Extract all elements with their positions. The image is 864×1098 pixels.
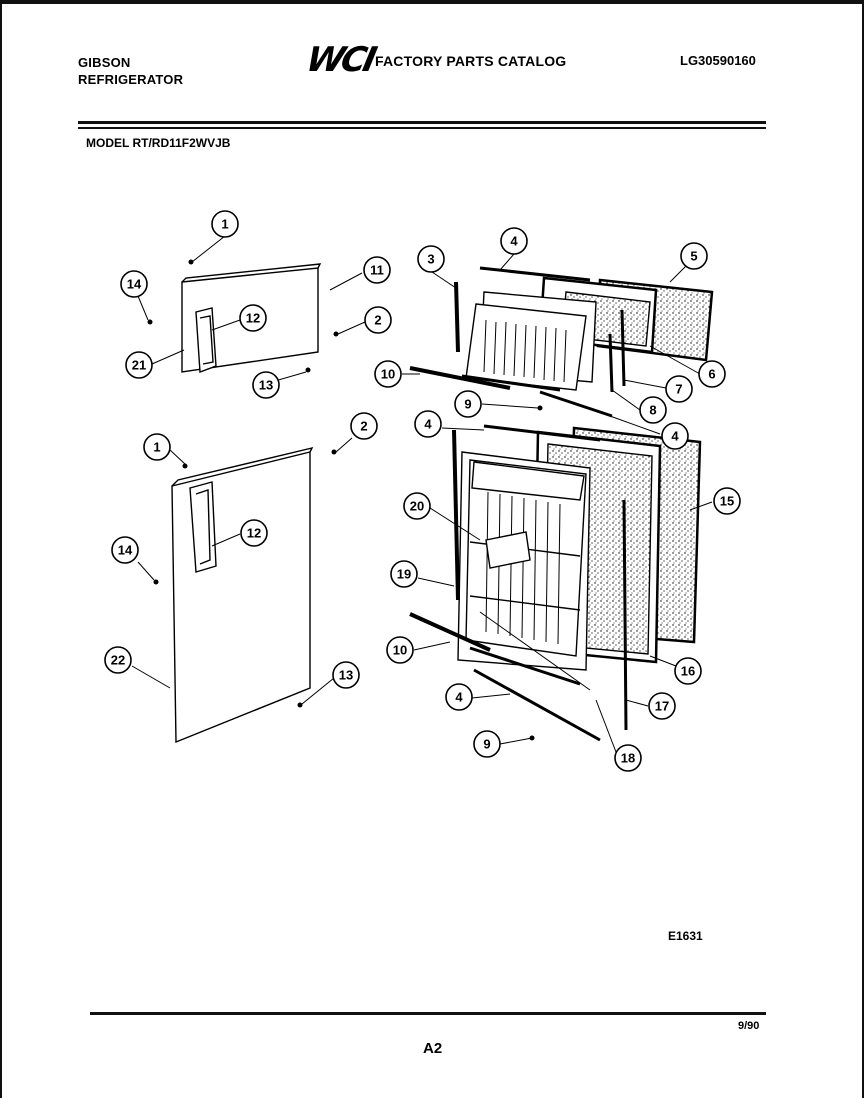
callout-2: 2	[364, 306, 392, 334]
svg-text:16: 16	[681, 664, 695, 679]
callout-22: 22	[104, 646, 132, 674]
callout-8: 8	[639, 396, 667, 424]
svg-text:6: 6	[708, 367, 715, 382]
footer-rule	[90, 1012, 766, 1015]
svg-text:8: 8	[649, 403, 656, 418]
svg-text:9: 9	[464, 397, 471, 412]
header-rule-top	[78, 121, 766, 124]
callout-12: 12	[239, 304, 267, 332]
svg-text:19: 19	[397, 567, 411, 582]
callout-10: 10	[386, 636, 414, 664]
svg-text:2: 2	[374, 313, 381, 328]
callout-16: 16	[674, 657, 702, 685]
callout-7: 7	[665, 375, 693, 403]
callout-19: 19	[390, 560, 418, 588]
callout-4: 4	[445, 683, 473, 711]
callout-6: 6	[698, 360, 726, 388]
svg-text:17: 17	[655, 699, 669, 714]
callout-14: 14	[111, 536, 139, 564]
header-rule-bottom	[78, 127, 766, 129]
callout-15: 15	[713, 487, 741, 515]
svg-text:2: 2	[360, 419, 367, 434]
callout-14: 14	[120, 270, 148, 298]
svg-text:9: 9	[483, 737, 490, 752]
callout-20: 20	[403, 492, 431, 520]
svg-text:4: 4	[671, 429, 679, 444]
svg-text:12: 12	[246, 311, 260, 326]
model-label: MODEL RT/RD11F2WVJB	[86, 136, 231, 150]
svg-text:22: 22	[111, 653, 125, 668]
svg-text:1: 1	[153, 440, 160, 455]
fresh-food-liner-assembly	[409, 424, 702, 742]
callout-2: 2	[350, 412, 378, 440]
callout-10: 10	[374, 360, 402, 388]
callout-1: 1	[143, 433, 171, 461]
svg-text:4: 4	[510, 234, 518, 249]
svg-text:10: 10	[393, 643, 407, 658]
svg-text:15: 15	[720, 494, 734, 509]
callout-1: 1	[211, 210, 239, 238]
footer-date: 9/90	[738, 1020, 760, 1032]
callout-13: 13	[332, 661, 360, 689]
svg-text:11: 11	[370, 263, 384, 278]
svg-text:18: 18	[621, 751, 635, 766]
svg-text:21: 21	[132, 358, 146, 373]
brand-line-2: REFRIGERATOR	[78, 72, 184, 87]
callout-4: 4	[661, 422, 689, 450]
screws	[147, 259, 543, 741]
svg-text:20: 20	[410, 499, 424, 514]
svg-text:10: 10	[381, 367, 395, 382]
callout-21: 21	[125, 351, 153, 379]
svg-text:12: 12	[247, 526, 261, 541]
callout-4: 4	[500, 227, 528, 255]
svg-text:1: 1	[221, 217, 228, 232]
svg-text:3: 3	[427, 252, 434, 267]
callout-9: 9	[473, 730, 501, 758]
callout-18: 18	[614, 744, 642, 772]
callout-3: 3	[417, 245, 445, 273]
svg-text:4: 4	[424, 417, 432, 432]
callout-17: 17	[648, 692, 676, 720]
svg-text:7: 7	[675, 382, 682, 397]
catalog-code: LG30590160	[680, 53, 756, 68]
brand-line-1: GIBSON	[78, 55, 131, 70]
fresh-food-door	[171, 446, 314, 744]
freezer-liner-assembly	[409, 266, 714, 418]
brand-block: GIBSON REFRIGERATOR	[78, 54, 183, 88]
svg-text:4: 4	[455, 690, 463, 705]
callout-12: 12	[240, 519, 268, 547]
callout-5: 5	[680, 242, 708, 270]
svg-text:13: 13	[339, 668, 353, 683]
svg-text:14: 14	[118, 543, 133, 558]
figure-code: E1631	[668, 929, 703, 943]
leader-lines	[131, 235, 713, 753]
callout-9: 9	[454, 390, 482, 418]
catalog-title: FACTORY PARTS CATALOG	[375, 53, 567, 69]
callout-13: 13	[252, 371, 280, 399]
callout-4: 4	[414, 410, 442, 438]
svg-text:14: 14	[127, 277, 142, 292]
svg-text:13: 13	[259, 378, 273, 393]
page-number: A2	[423, 1040, 443, 1057]
callout-11: 11	[363, 256, 391, 284]
svg-text:5: 5	[690, 249, 697, 264]
